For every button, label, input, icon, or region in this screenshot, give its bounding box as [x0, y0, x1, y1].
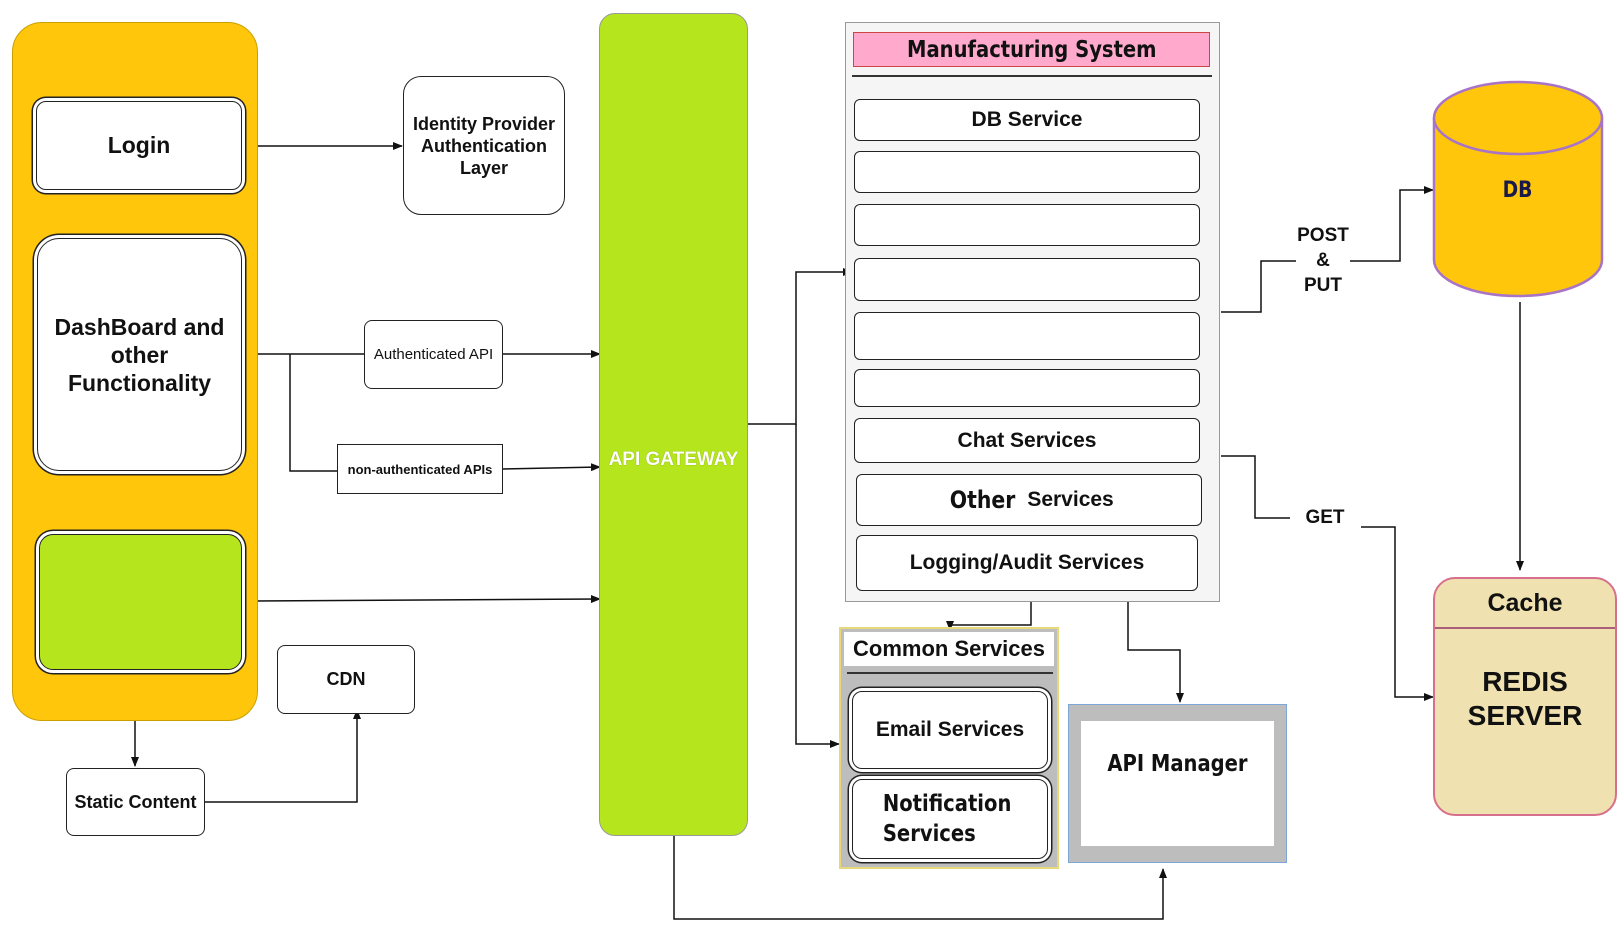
dashboard-box[interactable]: DashBoard and other Functionality	[37, 238, 242, 471]
authenticated-api-box: Authenticated API	[364, 320, 503, 389]
arrow-gateway-to-api-manager	[673, 836, 1167, 920]
authenticated-api-label: Authenticated API	[373, 346, 494, 363]
cdn-label: CDN	[326, 669, 366, 689]
static-content-label: Static Content	[74, 791, 197, 812]
logging-audit-services-label: Logging/Audit Services	[909, 551, 1145, 574]
arrow-post-put-to-db	[1347, 186, 1434, 262]
post-put-label-box: POST & PUT	[1296, 225, 1350, 296]
chat-services[interactable]: Chat Services	[854, 418, 1200, 463]
cache-divider	[1435, 627, 1615, 629]
common-services-divider	[847, 672, 1053, 674]
identity-provider-label: Identity Provider Authentication Layer	[412, 113, 556, 178]
arrow-manufacturing-to-db	[1221, 260, 1300, 313]
api-manager-inner: API Manager	[1081, 721, 1274, 846]
manufacturing-divider	[852, 75, 1212, 77]
service-slot-5[interactable]	[854, 369, 1200, 407]
common-services-title: Common Services	[844, 632, 1054, 666]
non-authenticated-api-label: non-authenticated APIs	[347, 461, 493, 477]
manufacturing-title: Manufacturing System	[853, 32, 1210, 67]
redis-server: REDIS SERVER	[1455, 639, 1595, 759]
manufacturing-system: Manufacturing System DB Service Chat Ser…	[845, 22, 1220, 602]
db-service-label: DB Service	[971, 108, 1083, 131]
email-services[interactable]: Email Services	[852, 691, 1048, 769]
get-label: GET	[1305, 507, 1345, 528]
login-label: Login	[107, 132, 171, 158]
cache-title: Cache	[1435, 579, 1615, 627]
other-services-label: Services	[1027, 488, 1114, 511]
feature-box[interactable]	[39, 534, 242, 670]
arrow-gateway-to-manufacturing	[748, 268, 853, 425]
arrow-manufacturing-to-api-manager	[1127, 590, 1184, 703]
manufacturing-title-label: Manufacturing System	[906, 36, 1157, 63]
logging-audit-services[interactable]: Logging/Audit Services	[856, 535, 1198, 591]
arrow-manufacturing-to-common	[946, 602, 1032, 631]
service-slot-3[interactable]	[854, 258, 1200, 301]
static-content-box: Static Content	[66, 768, 205, 836]
service-slot-1[interactable]	[854, 151, 1200, 193]
cache-title-label: Cache	[1487, 588, 1563, 617]
other-label: Other	[950, 486, 1016, 514]
email-services-label: Email Services	[875, 718, 1025, 741]
arrow-static-to-cdn	[205, 709, 361, 803]
notification-services-label: Notification Services	[882, 791, 1012, 847]
get-label-box: GET	[1290, 505, 1360, 531]
arrow-nonauth-to-gateway	[501, 463, 601, 472]
cdn-box: CDN	[277, 645, 415, 714]
db-label-wrap: DB	[1432, 175, 1604, 205]
arrow-gateway-to-common	[795, 424, 840, 748]
other-services[interactable]: Other Services	[856, 474, 1202, 526]
service-slot-2[interactable]	[854, 204, 1200, 246]
api-gateway[interactable]: API GATEWAY	[599, 13, 748, 836]
arrow-feature-to-gateway	[242, 595, 601, 604]
cache-box: Cache REDIS SERVER	[1433, 577, 1617, 816]
db-cylinder-shape	[1432, 80, 1604, 298]
arrow-manufacturing-to-get	[1221, 455, 1290, 519]
redis-server-label: REDIS SERVER	[1467, 666, 1583, 731]
chat-services-label: Chat Services	[957, 428, 1097, 452]
arrow-dashboard-nonauth	[289, 354, 337, 472]
login-box[interactable]: Login	[36, 101, 242, 190]
db-cylinder: DB	[1432, 80, 1604, 300]
notification-services[interactable]: Notification Services	[852, 779, 1048, 859]
service-slot-4[interactable]	[854, 312, 1200, 360]
api-gateway-label: API GATEWAY	[608, 448, 739, 470]
identity-provider-box: Identity Provider Authentication Layer	[403, 76, 565, 215]
api-manager[interactable]: API Manager	[1068, 704, 1287, 863]
post-put-label: POST & PUT	[1297, 224, 1349, 296]
db-service[interactable]: DB Service	[854, 99, 1200, 141]
common-services-title-label: Common Services	[853, 636, 1045, 661]
db-label: DB	[1503, 177, 1533, 203]
arrow-get-to-cache	[1361, 526, 1434, 701]
common-services: Common Services Email Services Notificat…	[839, 627, 1059, 869]
api-manager-label: API Manager	[1107, 750, 1248, 777]
dashboard-label: DashBoard and other Functionality	[54, 313, 225, 396]
non-authenticated-api-box: non-authenticated APIs	[337, 444, 503, 494]
